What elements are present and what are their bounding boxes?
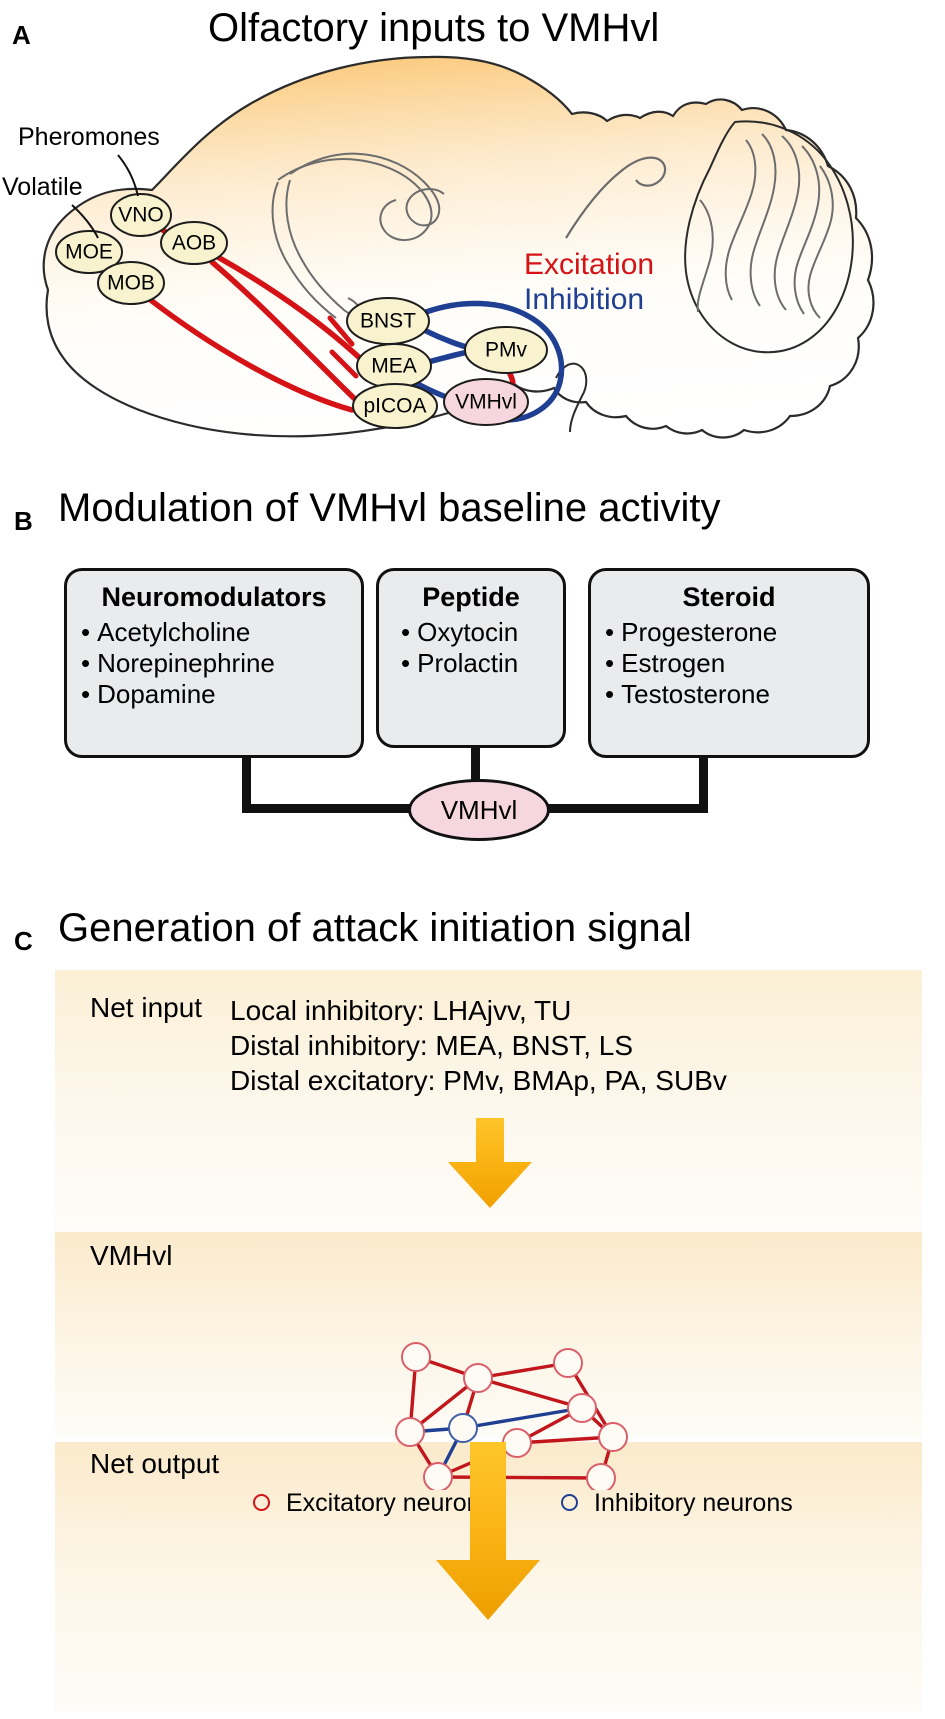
net-input-line-3: Distal excitatory: PMv, BMAp, PA, SUBv [230, 1065, 727, 1096]
panel-c: C Generation of attack initiation signal… [0, 890, 945, 1719]
list-item: Progesterone [605, 617, 867, 648]
connector-neuromodulators-horizontal [242, 804, 420, 813]
list-item: Norepinephrine [81, 648, 361, 679]
vmhvl-node-label: VMHvl [440, 794, 518, 825]
connector-neuromodulators-vertical [242, 753, 251, 810]
cerebellum-folium-1 [724, 139, 757, 301]
down-arrow-net-output [436, 1442, 540, 1620]
band-vmhvl-network [55, 1232, 922, 1438]
node-picoa[interactable]: pICOA [352, 383, 438, 429]
leader-line-pheromones [117, 154, 139, 197]
legend-excitation-label: Excitation [524, 248, 655, 281]
list-item: Oxytocin [401, 617, 563, 648]
box-neuromodulators[interactable]: Neuromodulators Acetylcholine Norepineph… [64, 568, 364, 758]
net-input-line-2: Distal inhibitory: MEA, BNST, LS [230, 1030, 634, 1061]
box-steroid-list: Progesterone Estrogen Testosterone [591, 617, 867, 709]
node-bnst-label: BNST [360, 310, 416, 333]
node-mea-label: MEA [371, 355, 417, 378]
node-picoa-label: pICOA [363, 395, 426, 418]
input-label-volatile: Volatile [2, 173, 83, 201]
row-label-vmhvl: VMHvl [90, 1240, 173, 1271]
list-item: Prolactin [401, 648, 563, 679]
list-item: Acetylcholine [81, 617, 361, 648]
vmhvl-node[interactable]: VMHvl [408, 779, 550, 841]
node-vno-label: VNO [118, 204, 164, 227]
node-mea[interactable]: MEA [356, 343, 432, 389]
box-neuromodulators-title: Neuromodulators [101, 582, 327, 612]
cerebellum-folium-6 [696, 199, 714, 313]
brain-schematic: VNO AOB MOE MOB BNST MEA [42, 55, 875, 439]
legend-inhibitory-neuron-icon [561, 1494, 578, 1511]
edge-vmhvl-bnst-loop [423, 300, 565, 423]
node-aob-label: AOB [172, 232, 216, 255]
legend-excitatory-neuron-icon [253, 1494, 270, 1511]
down-arrow-input-to-vmhvl [448, 1118, 532, 1208]
fornix-path [565, 156, 667, 239]
panel-a: A Olfactory inputs to VMHvl [0, 0, 945, 470]
ventricle-path-2 [277, 158, 433, 241]
box-neuromodulators-list: Acetylcholine Norepinephrine Dopamine [67, 617, 361, 709]
legend-excitatory-neurons-label: Excitatory neurons [286, 1489, 494, 1517]
list-item: Testosterone [605, 679, 867, 710]
box-peptide-title: Peptide [422, 582, 520, 612]
terminal-bar-2 [329, 349, 359, 379]
box-steroid-title: Steroid [682, 582, 776, 612]
list-item: Estrogen [605, 648, 867, 679]
region-nodes: VNO AOB MOE MOB BNST MEA [55, 193, 548, 429]
node-pmv-label: PMv [485, 339, 528, 362]
node-mob-label: MOB [107, 272, 155, 295]
ventricle-path-3 [271, 181, 337, 319]
row-label-net-output: Net output [90, 1448, 220, 1479]
node-mob[interactable]: MOB [97, 261, 165, 305]
input-label-pheromones: Pheromones [18, 123, 160, 151]
cerebellum-outline [684, 120, 854, 354]
brainstem-notch [555, 362, 588, 433]
panel-a-letter: A [12, 20, 31, 50]
connector-steroid-horizontal [531, 804, 708, 813]
connector-steroid-vertical [699, 753, 708, 810]
cerebellum-folium-4 [793, 145, 821, 315]
net-input-line-1: Local inhibitory: LHAjvv, TU [230, 995, 572, 1026]
network-excitatory-nodes [395, 1342, 628, 1490]
node-vno[interactable]: VNO [110, 193, 172, 237]
panel-c-title: Generation of attack initiation signal [58, 906, 692, 950]
panel-b: B Modulation of VMHvl baseline activity … [0, 470, 945, 890]
legend-inhibition-label: Inhibition [524, 283, 645, 316]
node-moe-label: MOE [65, 241, 113, 264]
edge-mob-picoa [145, 295, 355, 413]
leader-line-volatile [71, 204, 99, 239]
terminal-bar-1 [327, 315, 355, 347]
node-vmhvl[interactable]: VMHvl [443, 378, 529, 426]
edge-aob-mea [213, 253, 367, 365]
ventricle-path-1 [289, 152, 445, 227]
node-bnst[interactable]: BNST [346, 297, 430, 345]
network-inhibitory-nodes [448, 1413, 478, 1443]
cerebellum-folium-5 [807, 165, 834, 319]
edge-aob-picoa [209, 259, 361, 405]
connector-peptide-vertical [471, 743, 480, 805]
panel-b-letter: B [14, 506, 33, 536]
node-pmv[interactable]: PMv [464, 326, 548, 374]
cerebellum-folium-2 [749, 133, 777, 307]
node-moe[interactable]: MOE [55, 230, 123, 274]
panel-c-letter: C [14, 926, 33, 956]
box-steroid[interactable]: Steroid Progesterone Estrogen Testostero… [588, 568, 870, 758]
vmhvl-neuron-network [395, 1342, 628, 1490]
row-label-net-input: Net input [90, 992, 203, 1023]
node-vmhvl-label: VMHvl [455, 391, 517, 414]
excitatory-terminals [327, 315, 359, 379]
panel-b-title: Modulation of VMHvl baseline activity [58, 486, 721, 530]
legend-inhibitory-neurons-label: Inhibitory neurons [594, 1489, 793, 1517]
list-item: Dopamine [81, 679, 361, 710]
node-aob[interactable]: AOB [160, 221, 228, 265]
box-peptide[interactable]: Peptide Oxytocin Prolactin [376, 568, 566, 748]
box-peptide-list: Oxytocin Prolactin [379, 617, 563, 678]
panel-a-title: Olfactory inputs to VMHvl [208, 6, 660, 50]
cerebellum-folium-3 [773, 135, 801, 311]
